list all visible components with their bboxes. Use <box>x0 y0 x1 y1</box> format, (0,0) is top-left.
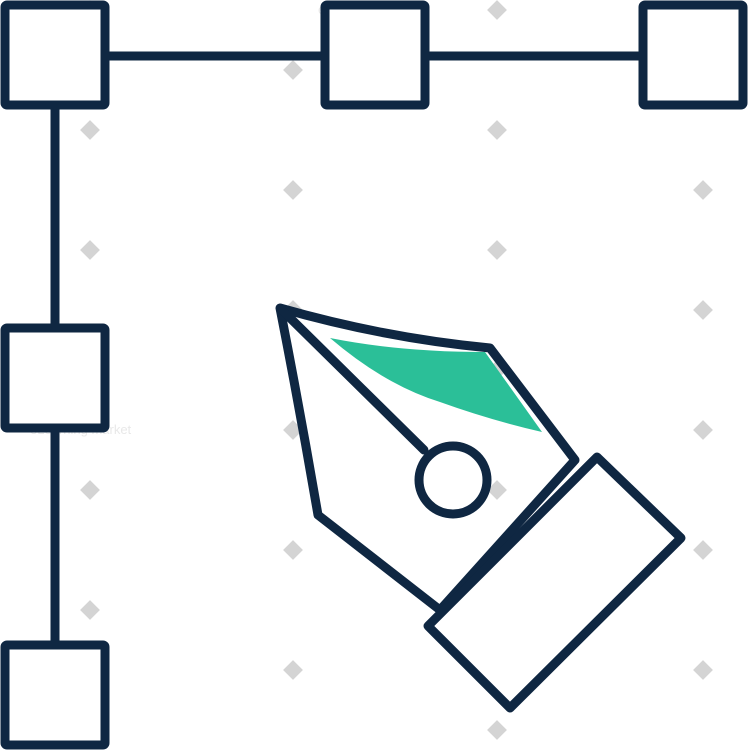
watermark-diamond <box>693 300 713 320</box>
anchor-point-middle-left <box>0 323 110 433</box>
pen-nib-breather-hole <box>414 441 492 519</box>
watermark-diamond <box>487 0 507 20</box>
watermark-diamond <box>80 120 100 140</box>
watermark-diamond <box>487 120 507 140</box>
pen-nib-outline <box>275 303 580 615</box>
watermark-diamond <box>487 240 507 260</box>
watermark-diamond <box>693 540 713 560</box>
watermark-diamond <box>80 480 100 500</box>
watermark-diamond <box>80 600 100 620</box>
watermark-diamond <box>283 180 303 200</box>
anchor-point-top-left <box>0 0 110 110</box>
anchor-point-top-right <box>638 0 748 110</box>
watermark-diamond <box>693 180 713 200</box>
pen-nib-icon <box>275 303 686 713</box>
anchor-point-top-middle <box>320 0 430 110</box>
pen-grip-body <box>423 452 686 713</box>
watermark-diamond <box>693 660 713 680</box>
watermark-diamond <box>80 240 100 260</box>
watermark-diamond <box>487 720 507 740</box>
watermark-diamond <box>283 540 303 560</box>
watermark-diamond <box>283 660 303 680</box>
anchor-point-bottom-left <box>0 640 110 750</box>
watermark-diamond <box>283 60 303 80</box>
pen-nib-highlight <box>330 338 542 432</box>
pen-nib-slit <box>277 305 429 455</box>
watermark-diamond <box>693 420 713 440</box>
watermark-diamond <box>487 480 507 500</box>
